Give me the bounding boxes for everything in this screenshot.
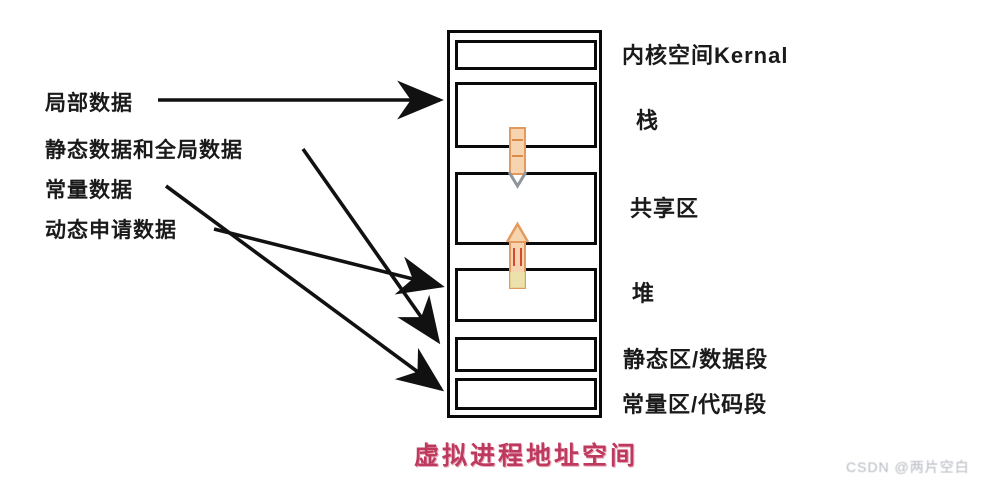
- region-label-stack: 栈: [636, 108, 660, 133]
- memory-box-static: [455, 337, 597, 372]
- diagram-title: 虚拟进程地址空间: [413, 442, 638, 470]
- stack-growth-down-arrow: [507, 127, 528, 189]
- heap-growth-up-arrow: [505, 221, 530, 289]
- arrow-static-global-to-static-segment: [301, 147, 441, 345]
- region-label-heap: 堆: [632, 281, 656, 306]
- pointer-label-dynamic-data: 动态申请数据: [45, 219, 177, 242]
- region-label-kernel: 内核空间Kernal: [622, 43, 789, 68]
- region-label-shared: 共享区: [630, 196, 700, 221]
- csdn-watermark: CSDN @两片空白: [846, 459, 970, 475]
- memory-box-kernel: [455, 40, 597, 70]
- pointer-label-local-data: 局部数据: [45, 92, 133, 115]
- memory-box-code: [455, 378, 597, 410]
- arrow-constant-data-to-code-segment: [164, 184, 445, 392]
- region-label-static: 静态区/数据段: [623, 347, 769, 372]
- pointer-label-constant-data: 常量数据: [45, 179, 133, 202]
- region-label-code: 常量区/代码段: [622, 392, 768, 417]
- arrow-dynamic-data-to-heap: [213, 227, 445, 295]
- pointer-label-static-global-data: 静态数据和全局数据: [45, 139, 243, 162]
